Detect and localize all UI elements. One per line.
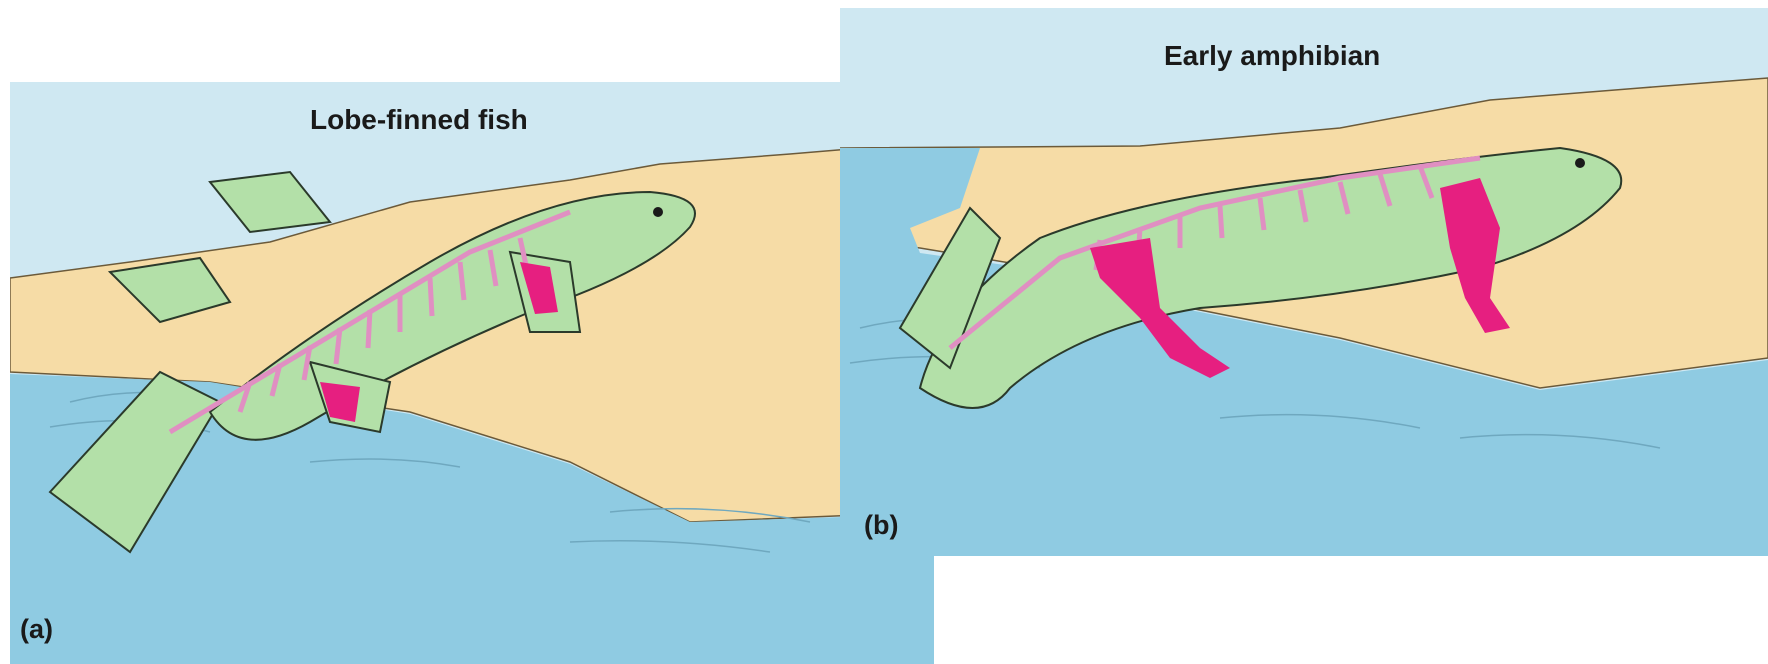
- amphibian-eye: [1575, 158, 1585, 168]
- panel-a-title: Lobe-finned fish: [310, 104, 528, 136]
- panel-early-amphibian: Early amphibian (b): [840, 8, 1768, 556]
- early-amphibian-illustration: [840, 8, 1768, 556]
- panel-a-label: (a): [20, 614, 53, 645]
- fish-eye: [653, 207, 663, 217]
- panel-b-title: Early amphibian: [1164, 40, 1380, 72]
- lobe-finned-fish-illustration: [10, 82, 934, 664]
- panel-b-label: (b): [864, 510, 898, 541]
- panel-lobe-finned-fish: Lobe-finned fish (a): [10, 82, 934, 664]
